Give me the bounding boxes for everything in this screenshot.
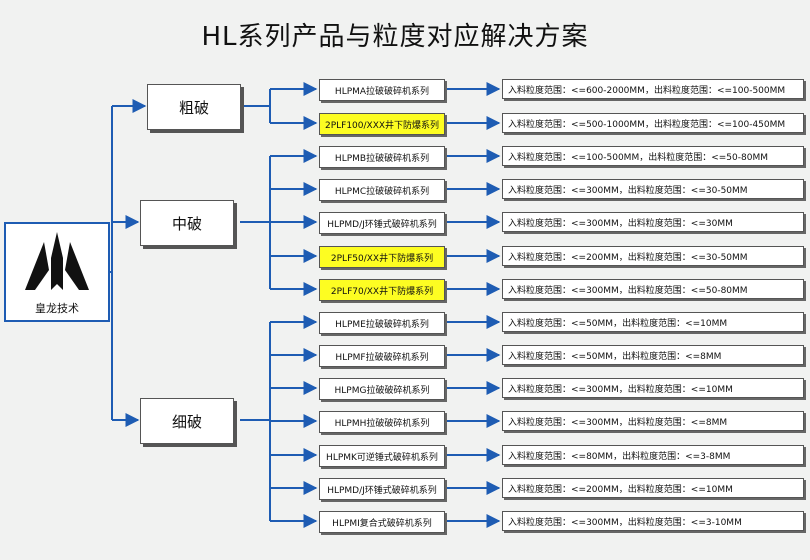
- product-box: HLPMH拉破破碎机系列: [319, 411, 445, 433]
- product-box: 2PLF100/XXX井下防爆系列: [319, 113, 445, 135]
- product-box: 2PLF70/XX井下防爆系列: [319, 279, 445, 301]
- product-box: HLPMA拉破破碎机系列: [319, 79, 445, 101]
- product-box: HLPMC拉破破碎机系列: [319, 179, 445, 201]
- product-box: HLPMG拉破破碎机系列: [319, 378, 445, 400]
- spec-box: 入料粒度范围：<=300MM，出料粒度范围：<=30-50MM: [502, 179, 804, 199]
- product-box: HLPMI复合式破碎机系列: [319, 511, 445, 533]
- spec-box: 入料粒度范围：<=200MM，出料粒度范围：<=30-50MM: [502, 246, 804, 266]
- product-box: HLPMD/J环锤式破碎机系列: [319, 478, 445, 500]
- spec-box: 入料粒度范围：<=300MM，出料粒度范围：<=50-80MM: [502, 279, 804, 299]
- company-logo-box: 皇龙技术: [4, 222, 110, 322]
- spec-box: 入料粒度范围：<=600-2000MM，出料粒度范围：<=100-500MM: [502, 79, 804, 99]
- category-medium: 中破: [140, 200, 234, 246]
- product-box: 2PLF50/XX井下防爆系列: [319, 246, 445, 268]
- spec-box: 入料粒度范围：<=50MM，出料粒度范围：<=8MM: [502, 345, 804, 365]
- spec-box: 入料粒度范围：<=200MM，出料粒度范围：<=10MM: [502, 478, 804, 498]
- diagram-title: HL系列产品与粒度对应解决方案: [201, 22, 589, 52]
- product-box: HLPMF拉破破碎机系列: [319, 345, 445, 367]
- category-fine: 细破: [140, 398, 234, 444]
- spec-box: 入料粒度范围：<=50MM，出料粒度范围：<=10MM: [502, 312, 804, 332]
- product-box: HLPMD/J环锤式破碎机系列: [319, 212, 445, 234]
- logo-caption: 皇龙技术: [35, 302, 79, 315]
- category-coarse: 粗破: [147, 84, 241, 130]
- spec-box: 入料粒度范围：<=300MM，出料粒度范围：<=30MM: [502, 212, 804, 232]
- spec-box: 入料粒度范围：<=500-1000MM，出料粒度范围：<=100-450MM: [502, 113, 804, 133]
- spec-box: 入料粒度范围：<=300MM，出料粒度范围：<=10MM: [502, 378, 804, 398]
- spec-box: 入料粒度范围：<=300MM，出料粒度范围：<=3-10MM: [502, 511, 804, 531]
- spec-box: 入料粒度范围：<=80MM，出料粒度范围：<=3-8MM: [502, 445, 804, 465]
- product-box: HLPMK可逆锤式破碎机系列: [319, 445, 445, 467]
- spec-box: 入料粒度范围：<=300MM，出料粒度范围：<=8MM: [502, 411, 804, 431]
- product-box: HLPME拉破破碎机系列: [319, 312, 445, 334]
- company-logo-icon: [25, 232, 89, 290]
- product-box: HLPMB拉破破碎机系列: [319, 146, 445, 168]
- spec-box: 入料粒度范围：<=100-500MM，出料粒度范围：<=50-80MM: [502, 146, 804, 166]
